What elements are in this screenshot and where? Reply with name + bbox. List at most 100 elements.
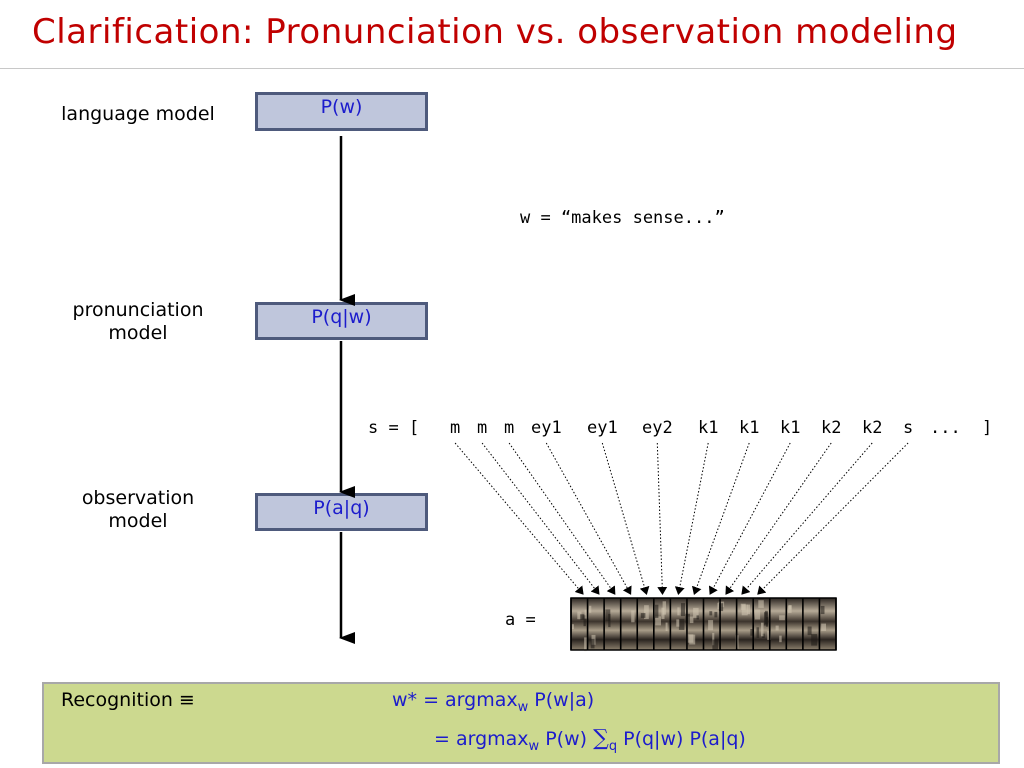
alignment-arrows (454, 442, 909, 595)
spectrogram-texture (644, 605, 649, 620)
language-model-label: language model (61, 103, 215, 125)
spectrogram-texture (712, 639, 719, 650)
observation-label-line1: observation (81, 487, 195, 509)
spectrogram-texture (696, 615, 699, 620)
spectrogram-texture (693, 607, 699, 618)
state-token: ey1 (531, 418, 562, 438)
spectrogram-texture (571, 624, 574, 630)
spectrogram-texture (589, 605, 592, 613)
state-token: ... (930, 418, 961, 438)
spectrogram-texture (708, 620, 714, 631)
recognition-label: Recognition ≡ (61, 689, 195, 711)
title-divider (0, 68, 1024, 69)
spectrogram-texture (661, 607, 665, 619)
observation-model-label: observation model (40, 487, 236, 533)
spectrogram-texture (756, 627, 760, 638)
spectrogram-texture (718, 603, 724, 612)
spectrogram-texture (820, 605, 825, 615)
state-token: ey1 (587, 418, 618, 438)
spectrogram-texture (714, 611, 718, 618)
spectrogram-texture (681, 603, 686, 617)
alignment-arrow (481, 442, 600, 595)
spectrogram-image (570, 597, 837, 652)
spectrogram-texture (741, 604, 748, 616)
state-token: k2 (821, 418, 842, 438)
page-title: Clarification: Pronunciation vs. observa… (32, 12, 958, 52)
spectrogram-texture (779, 635, 782, 643)
spectrogram-texture (584, 637, 587, 652)
observation-label: a = (505, 610, 536, 630)
alignment-arrow (545, 442, 632, 595)
spectrogram-texture (807, 626, 812, 636)
spectrogram-texture (821, 623, 826, 631)
sigma-symbol: ∑ (593, 726, 609, 751)
state-seq-suffix: ] (982, 418, 993, 438)
state-token: m (477, 418, 488, 438)
spectrogram-texture (631, 610, 635, 623)
alignment-arrow (674, 442, 709, 595)
spectrogram-texture (580, 614, 585, 621)
state-token: ey2 (642, 418, 673, 438)
recognition-equation-2: = argmaxw P(w) ∑q P(q|w) P(a|q) (434, 726, 746, 754)
recognition-box: Recognition ≡ w* = argmaxw P(w|a) = argm… (42, 682, 1000, 764)
state-seq-prefix: s = [ (368, 418, 420, 438)
eq2-lhs: = argmax (434, 728, 529, 750)
alignment-arrow (508, 442, 616, 595)
spectrogram-texture (640, 613, 646, 618)
eq1-sub: w (517, 700, 529, 715)
spectrogram-texture (677, 607, 680, 616)
state-token: k2 (862, 418, 883, 438)
spectrogram-texture (788, 605, 792, 613)
eq2-rhs: P(q|w) P(a|q) (617, 728, 746, 750)
pronunciation-model-box: P(q|w) (255, 302, 428, 340)
language-model-box: P(w) (255, 92, 428, 131)
state-token: s (903, 418, 914, 438)
alignment-arrow (708, 442, 791, 595)
state-token: m (504, 418, 515, 438)
spectrogram-texture (750, 629, 754, 636)
spectrogram-texture (761, 622, 764, 637)
spectrogram-texture (754, 609, 761, 620)
spectrogram-texture (779, 615, 785, 621)
alignment-arrow (601, 442, 650, 595)
spectrogram-texture (655, 616, 661, 626)
spectrogram-texture (676, 619, 680, 627)
word-expression: w = “makes sense...” (520, 208, 725, 228)
spectrogram-texture (765, 617, 769, 627)
observation-label-line2: model (108, 510, 168, 532)
state-token: k1 (698, 418, 719, 438)
spectrogram-texture (747, 604, 750, 615)
pronunciation-model-label: pronunciation model (40, 299, 236, 345)
alignment-arrow (757, 442, 909, 595)
spectrogram-texture (584, 609, 589, 619)
spectrogram-texture (709, 611, 713, 616)
eq2-sub: w (528, 739, 540, 754)
spectrogram-texture (678, 618, 685, 630)
spectrogram-texture (758, 600, 764, 608)
spectrogram-texture (577, 611, 582, 620)
spectrogram-texture (687, 634, 694, 643)
spectrogram-texture (775, 625, 779, 631)
recognition-equation-1: w* = argmaxw P(w|a) (392, 689, 595, 715)
state-token: m (450, 418, 461, 438)
spectrogram-texture (688, 616, 694, 624)
spectrogram-texture (605, 609, 611, 622)
alignment-arrow (741, 442, 873, 595)
spectrogram-texture (665, 622, 668, 631)
spectrogram-texture (655, 604, 659, 618)
spectrogram-texture (583, 615, 586, 627)
eq1-rhs: P(w|a) (528, 689, 595, 711)
alignment-arrow (725, 442, 832, 595)
pronunciation-label-line2: model (108, 322, 168, 344)
spectrogram-border (570, 597, 837, 651)
state-token: k1 (739, 418, 760, 438)
pronunciation-label-line1: pronunciation (72, 299, 204, 321)
spectrogram-texture (712, 632, 715, 646)
alignment-arrow (691, 442, 750, 595)
spectrogram-texture (811, 634, 818, 646)
eq1-lhs: w* = argmax (392, 689, 518, 711)
sigma-sub: q (608, 739, 618, 754)
spectrogram-texture (590, 638, 595, 649)
alignment-arrow (656, 442, 668, 595)
